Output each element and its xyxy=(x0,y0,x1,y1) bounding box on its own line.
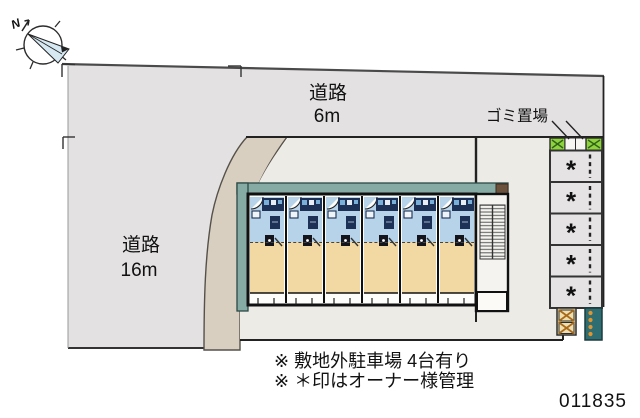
bicycle-rack xyxy=(556,307,577,336)
text-labels: 道路 6m 道路 16m ゴミ置場 ※ 敷地外駐車場 4台有り ※ ＊印はオーナ… xyxy=(121,82,627,412)
building-unit xyxy=(363,196,399,306)
compass-north-label: N xyxy=(9,16,23,32)
garbage-leader-lines xyxy=(551,120,584,140)
parking-stall xyxy=(548,275,604,312)
stair-landing xyxy=(476,291,508,312)
building-unit xyxy=(439,196,475,306)
walkway-top xyxy=(236,182,509,195)
compass-needle xyxy=(27,33,70,64)
north-arrow xyxy=(21,19,30,32)
plan-number: 011835 xyxy=(559,391,627,412)
road-surface xyxy=(62,64,604,348)
note-line2: ※ ＊印はオーナー様管理 xyxy=(274,371,474,391)
garbage-cell xyxy=(564,137,576,151)
compass-circle xyxy=(23,25,63,65)
parking-column xyxy=(548,149,604,312)
building-unit xyxy=(287,196,323,306)
building-unit xyxy=(401,196,437,306)
compass: N xyxy=(9,16,70,70)
building-unit xyxy=(325,196,361,306)
parking-stall xyxy=(548,212,604,249)
unit-dividers xyxy=(285,196,439,303)
garbage-area-boxes xyxy=(549,137,603,152)
roads-area xyxy=(61,62,605,349)
road-top-edge xyxy=(61,62,605,78)
needle-tip xyxy=(61,46,69,53)
parking-stall xyxy=(548,149,604,186)
parking-stall xyxy=(548,243,604,281)
garbage-cell xyxy=(575,137,587,151)
road-top-width: 6m xyxy=(314,106,340,127)
stairwell xyxy=(474,192,510,313)
building-unit xyxy=(249,196,285,306)
road-left-label: 道路 xyxy=(122,234,160,256)
building xyxy=(236,182,510,313)
road-left-width: 16m xyxy=(121,260,158,281)
annex-roof xyxy=(495,183,509,195)
parking-stall xyxy=(548,180,604,218)
road-top-label: 道路 xyxy=(309,82,347,104)
garbage-area-label: ゴミ置場 xyxy=(486,106,548,125)
walkway-left xyxy=(236,182,249,312)
note-line1: ※ 敷地外駐車場 4台有り xyxy=(274,351,471,371)
compass-ticks xyxy=(15,20,67,70)
equipment-box xyxy=(584,307,603,341)
survey-corner-marks xyxy=(61,63,242,149)
